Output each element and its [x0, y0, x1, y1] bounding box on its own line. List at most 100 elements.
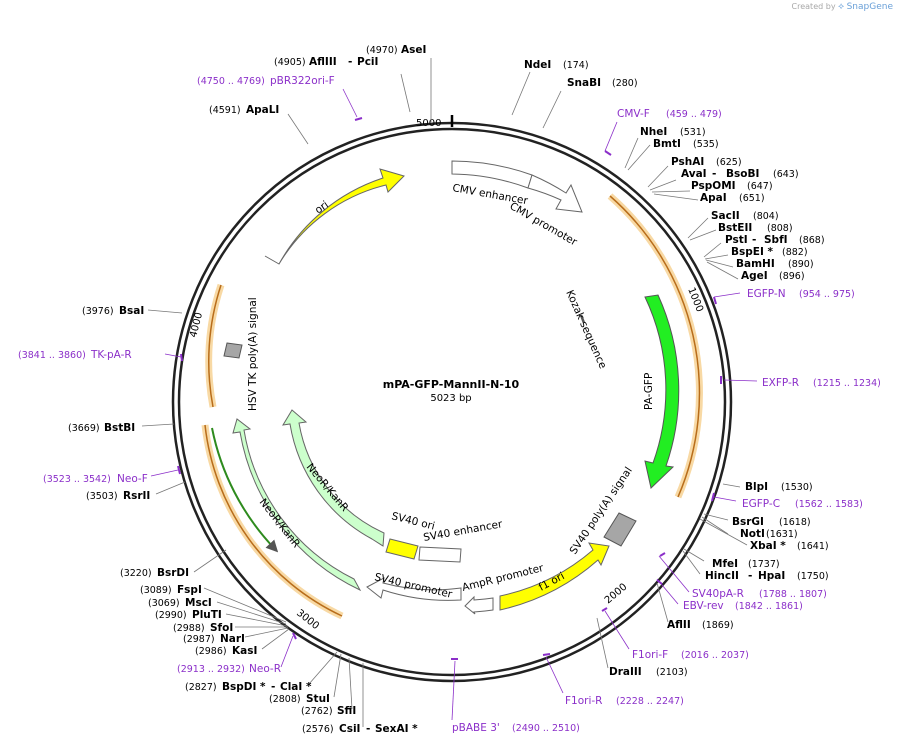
enzyme-pos: (1618)	[779, 517, 811, 528]
neokanr-inner-arrow[interactable]	[282, 409, 385, 547]
enzyme-sep: -	[348, 56, 352, 68]
enzyme-pos: (651)	[739, 193, 765, 204]
primer-range: (4750 .. 4769)	[197, 76, 265, 87]
enzyme-name: SnaBI	[567, 77, 601, 89]
orange-track-hsv	[208, 284, 222, 408]
tick-2000: 2000	[603, 582, 630, 607]
enzyme-name: BstEII	[718, 222, 752, 234]
enzyme-pos: (3220)	[120, 568, 152, 579]
tick-5000: 5000	[416, 118, 441, 129]
enzyme-name: StuI	[306, 693, 330, 705]
enzyme-pos: (2990)	[155, 610, 187, 621]
cmv-promoter-arrow[interactable]	[527, 174, 583, 213]
enzyme-name: BlpI	[745, 481, 768, 493]
enzyme-pos: (2762)	[301, 706, 333, 717]
enzyme-name: RsrII	[123, 490, 150, 502]
enzyme-name: PstI	[725, 234, 748, 246]
primer-name: F1ori-R	[565, 695, 602, 707]
enzyme-pos: (2987)	[183, 634, 215, 645]
enzyme-sep: -	[748, 570, 752, 582]
primer-labels: (4750 .. 4769) pBR322ori-F CMV-F (459 ..…	[18, 75, 881, 734]
enzyme-pos: (3089)	[140, 585, 172, 596]
enzyme-pos: (643)	[773, 169, 799, 180]
enzyme-name: BsrDI	[157, 567, 189, 579]
primer-range: (3841 .. 3860)	[18, 350, 86, 361]
created-by-text: Created by	[791, 2, 836, 11]
label-neokanr-outer: NeoR/KanR	[257, 496, 303, 550]
sv40-enhancer-box[interactable]	[418, 546, 462, 563]
primer-range: (1215 .. 1234)	[813, 378, 881, 389]
enzyme-name: HincII	[705, 570, 739, 582]
enzyme-name: ApaI	[700, 192, 727, 204]
enzyme-pos: (4905)	[274, 57, 306, 68]
snapgene-brand: Created by ⟡ SnapGene	[792, 2, 893, 12]
label-neokanr-inner: NeoR/KanR	[304, 461, 351, 514]
enzyme-name: CsiI	[339, 723, 360, 735]
sv40-polya-box[interactable]	[603, 512, 637, 547]
primer-range: (954 .. 975)	[799, 289, 855, 300]
primer-range: (1842 .. 1861)	[735, 601, 803, 612]
enzyme-pos: (4591)	[209, 105, 241, 116]
snapgene-logo-icon: ⟡	[838, 2, 845, 12]
enzyme-name: BamHI	[736, 258, 775, 270]
plasmid-title: mPA-GFP-MannII-N-10	[383, 378, 520, 391]
plasmid-length: 5023 bp	[430, 393, 471, 404]
neo-green-track	[211, 427, 279, 553]
pa-gfp-feature-arrow[interactable]	[644, 294, 680, 489]
enzyme-pos: (808)	[767, 223, 793, 234]
enzyme-pos: (535)	[693, 139, 719, 150]
label-sv40-polya: SV40 poly(A) signal	[568, 465, 635, 557]
enzyme-pos: (896)	[779, 271, 805, 282]
ampr-promoter-arrow[interactable]	[464, 595, 494, 615]
f1-ori-feature-arrow[interactable]	[499, 542, 610, 611]
enzyme-pos: (4970)	[366, 45, 398, 56]
hsv-tk-box[interactable]	[223, 342, 243, 359]
enzyme-pos: (882)	[782, 247, 808, 258]
enzyme-name: ApaLI	[246, 104, 279, 116]
enzyme-pos: (1750)	[797, 571, 829, 582]
label-hsv-tk: HSV TK poly(A) signal	[247, 297, 259, 411]
neokanr-outer-arrow[interactable]	[232, 418, 362, 592]
enzyme-pos: (280)	[612, 78, 638, 89]
sv40-ori-box[interactable]	[385, 538, 419, 560]
primer-name: EXFP-R	[762, 377, 799, 389]
enzyme-name: PciI	[357, 56, 378, 68]
enzyme-name: MscI	[185, 597, 212, 609]
sv40-promoter-arrow[interactable]	[366, 577, 462, 601]
enzyme-name: SexAI *	[375, 723, 418, 735]
enzyme-name: NotI	[740, 528, 765, 540]
primer-range: (2016 .. 2037)	[681, 650, 749, 661]
enzyme-pos: (2986)	[195, 646, 227, 657]
primer-name: TK-pA-R	[90, 349, 132, 361]
primer-name: Neo-F	[117, 473, 148, 485]
primer-range: (2228 .. 2247)	[616, 696, 684, 707]
enzyme-pos: (1737)	[748, 559, 780, 570]
enzyme-pos: (2827)	[185, 682, 217, 693]
enzyme-name: AflIII	[309, 56, 337, 68]
enzyme-name: BsrGI	[732, 516, 764, 528]
primer-name: EGFP-N	[747, 288, 786, 300]
enzyme-pos: (1631)	[766, 529, 798, 540]
enzyme-pos: (890)	[788, 259, 814, 270]
enzyme-name: BspDI *	[222, 681, 266, 693]
orange-track-right	[609, 195, 701, 498]
label-pa-gfp: PA-GFP	[643, 373, 655, 410]
enzyme-pos: (3976)	[82, 306, 114, 317]
enzyme-pos: (2103)	[656, 667, 688, 678]
enzyme-pos: (3669)	[68, 423, 100, 434]
enzyme-pos: (2576)	[302, 724, 334, 735]
enzyme-name: HpaI	[758, 570, 785, 582]
backbone-inner-ring	[177, 127, 727, 677]
ori-feature-arrow[interactable]	[264, 168, 405, 265]
primer-name: SV40pA-R	[692, 588, 744, 600]
label-kozak: Kozak sequence	[563, 288, 608, 370]
primer-name: F1ori-F	[632, 649, 668, 661]
leader-lines	[141, 58, 758, 727]
enzyme-name: NarI	[220, 633, 245, 645]
enzyme-pos: (2808)	[269, 694, 301, 705]
enzyme-pos: (868)	[799, 235, 825, 246]
primer-name: EBV-rev	[683, 600, 724, 612]
enzyme-sep: -	[712, 168, 716, 180]
enzyme-pos: (3069)	[148, 598, 180, 609]
